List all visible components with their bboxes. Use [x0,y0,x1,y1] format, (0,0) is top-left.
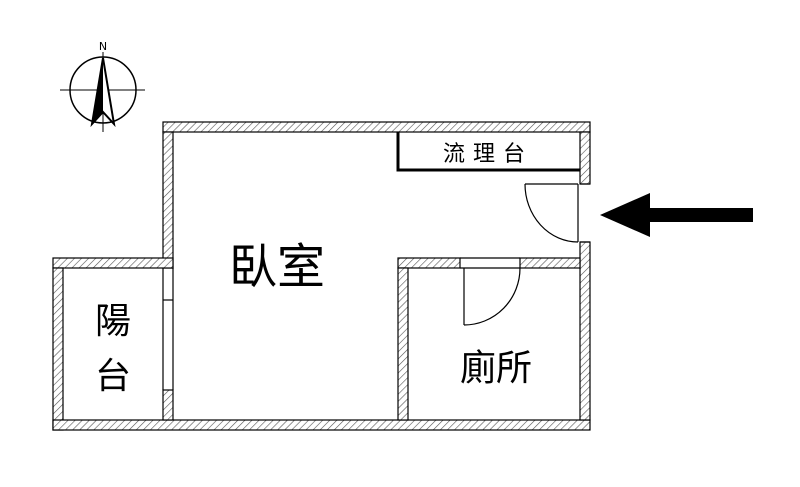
partition-lines [162,183,590,390]
balcony-label-line1: 陽 [95,301,131,342]
kitchen-counter: 流理台 [396,132,580,172]
kitchen-counter-label: 流理台 [443,142,533,167]
walls [52,121,591,431]
compass-icon: N [60,40,145,132]
balcony-label-line2: 台 [95,356,131,397]
north-label: N [99,40,107,53]
left-arrow-icon [600,193,753,237]
bedroom-label: 臥室 [229,239,325,295]
entrance-door [524,183,579,243]
bathroom-label: 廁所 [460,348,532,389]
bathroom-door [463,267,521,326]
